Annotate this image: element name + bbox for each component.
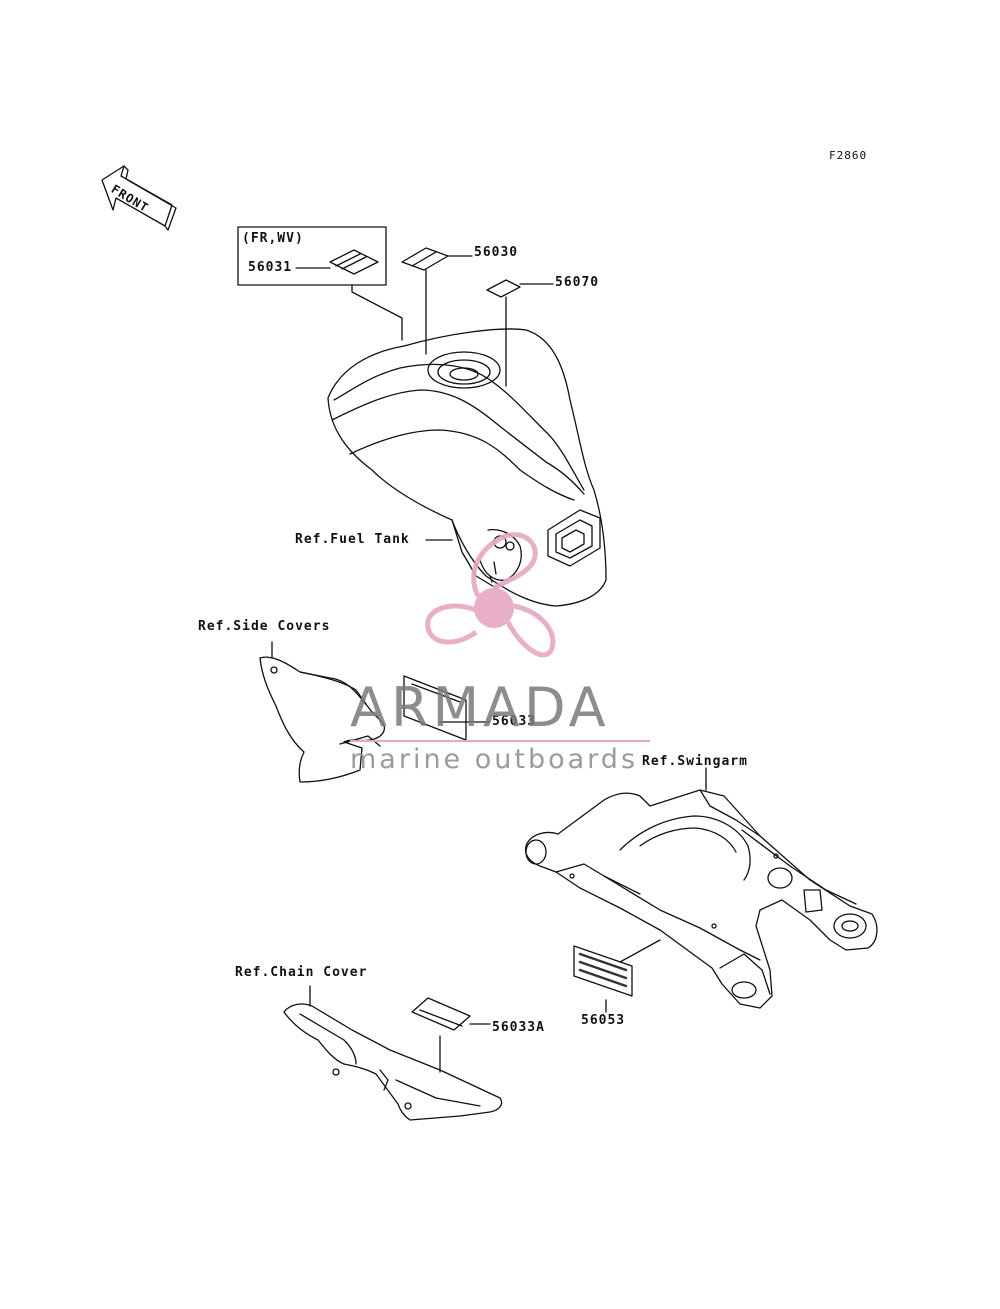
part-number-56031: 56031 [248,260,293,275]
ref-swingarm: Ref.Swingarm [642,754,748,769]
variant-box [237,226,387,286]
front-arrow-icon [101,165,177,231]
part-number-56070: 56070 [555,275,600,290]
decal-56053-shape [573,939,661,1013]
fuel-tank-drawing [327,328,607,607]
figure-code: F2860 [829,149,868,162]
part-number-56053: 56053 [581,1013,626,1028]
leader-56070 [505,283,554,387]
decal-56031-shape [329,249,379,275]
decal-56030-shape [401,247,449,271]
variant-note: (FR,WV) [242,231,304,246]
ref-chain-cover: Ref.Chain Cover [235,965,368,980]
decal-56033A-shape [411,997,491,1073]
watermark-tagline: marine outboards [350,744,639,775]
armada-logo-icon [425,532,556,658]
leader-56031 [295,267,403,341]
part-number-56030: 56030 [474,245,519,260]
watermark-brand: ARMADA [350,676,610,739]
part-number-56033A: 56033A [492,1020,545,1035]
ref-side-covers: Ref.Side Covers [198,619,331,634]
decal-56070-shape [486,279,521,298]
part-number-56033: 56033 [492,714,537,729]
watermark-divider [350,740,650,742]
ref-fuel-tank: Ref.Fuel Tank [295,532,410,547]
swingarm-drawing [524,789,878,1009]
chain-cover-drawing [283,1003,503,1121]
side-cover-drawing [259,656,385,783]
